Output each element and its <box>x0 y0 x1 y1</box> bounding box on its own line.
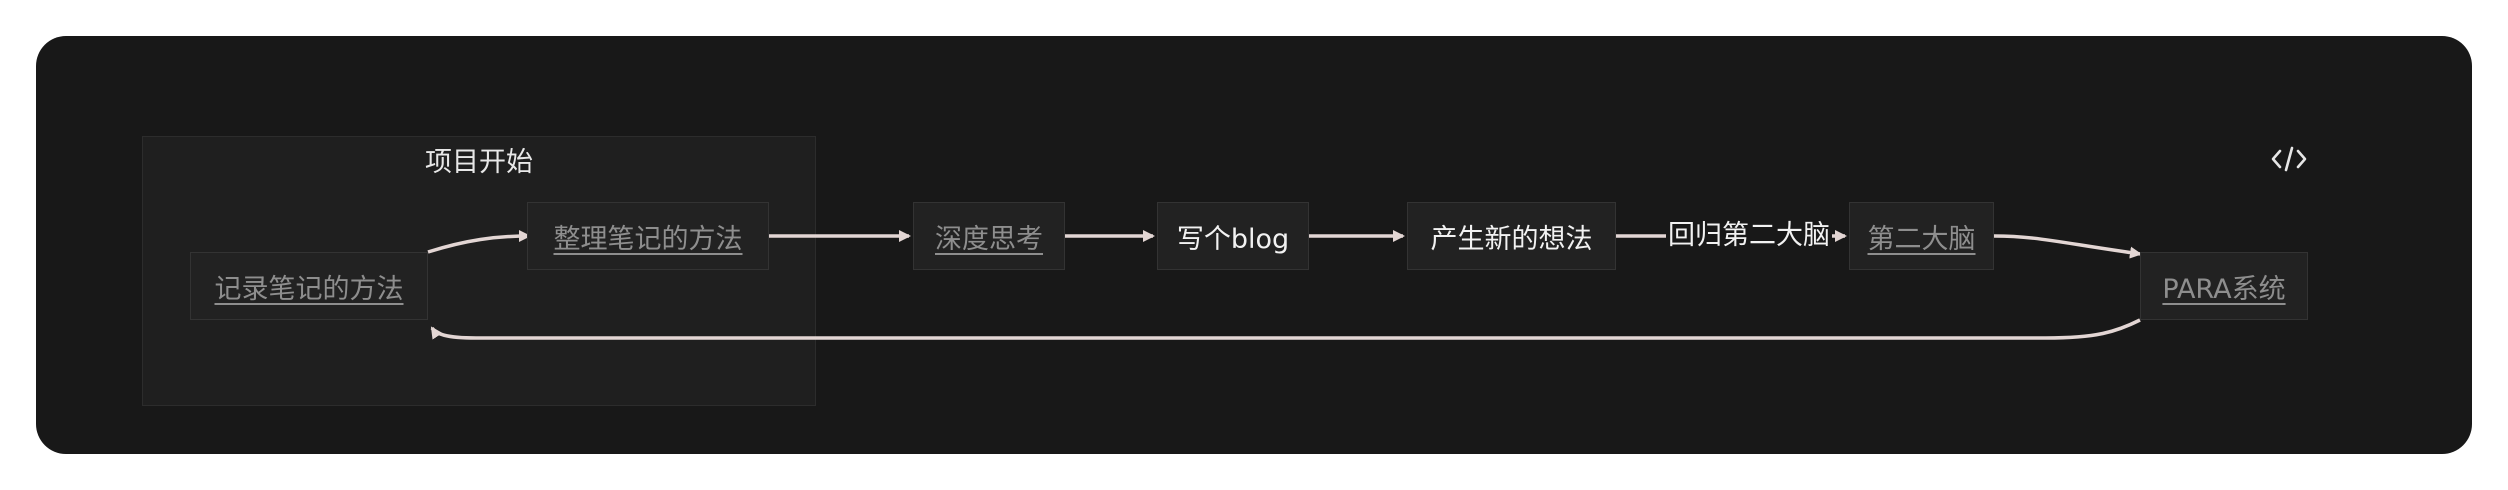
subgraph-title: 项目开始 <box>425 147 533 178</box>
edge-para-to-record <box>430 318 2141 340</box>
node-deep-thinking[interactable]: 深度思考 <box>913 202 1065 270</box>
diagram-panel: 项目开始 记录笔记的方法 整理笔记的方法 深度思考 写个blog 产生新的想法 … <box>36 36 2472 454</box>
edge-label-return-second-brain: 回归第二大脑 <box>1666 219 1832 253</box>
edge-record-to-organize <box>427 230 531 254</box>
diagram-edges <box>427 230 2142 340</box>
node-record-notes[interactable]: 记录笔记的方法 <box>190 252 428 320</box>
edge-second-brain-to-para <box>1993 234 2142 259</box>
node-new-idea: 产生新的想法 <box>1407 202 1616 270</box>
node-para-system[interactable]: PARA系统 <box>2140 252 2308 320</box>
node-second-brain[interactable]: 第二大脑 <box>1849 202 1994 270</box>
code-icon[interactable] <box>2266 136 2312 182</box>
node-write-blog: 写个blog <box>1157 202 1309 270</box>
node-organize-notes[interactable]: 整理笔记的方法 <box>527 202 769 270</box>
